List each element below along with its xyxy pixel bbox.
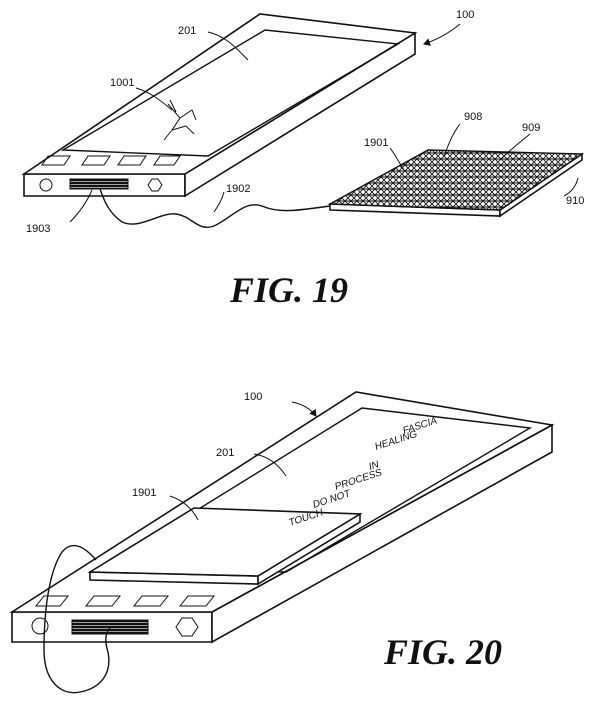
soft-button-2: [84, 595, 122, 607]
label-910: 910: [566, 195, 584, 207]
label-909: 909: [522, 122, 540, 134]
soft-button-3: [132, 595, 170, 607]
label-1901: 1901: [364, 137, 388, 149]
label-201: 201: [178, 25, 196, 37]
soft-button-1: [41, 155, 71, 166]
leader-1901: [169, 495, 199, 521]
cable-1902[interactable]: [99, 188, 331, 228]
soft-button-4: [178, 595, 216, 607]
leader-1901: [389, 147, 405, 171]
device-arrow: [291, 401, 317, 417]
soft-button-4: [153, 155, 181, 166]
screen-201: [60, 29, 401, 157]
charging-port-1903: [69, 178, 129, 190]
label-1901: 1901: [132, 487, 156, 499]
healing-pad-1901[interactable]: [327, 149, 585, 218]
caption-fig-20: FIG. 20: [383, 632, 502, 672]
pad-top: [87, 507, 363, 577]
label-100: 100: [244, 391, 262, 403]
label-1902: 1902: [226, 183, 250, 195]
leader-910: [563, 177, 579, 197]
label-201: 201: [216, 447, 234, 459]
front-round-button: [31, 617, 49, 635]
leader-909: [499, 133, 531, 161]
front-hex-screw: [175, 617, 199, 637]
front-round-button: [39, 178, 53, 192]
caption-fig-19: FIG. 19: [229, 270, 348, 310]
figure-19: 100 201 1001 1903 1902 1901 908 909 910 …: [21, 9, 585, 310]
leader-1902: [213, 191, 225, 213]
device-top-face: [21, 13, 418, 175]
device-arrow: [423, 23, 461, 46]
smartphone-device-fig20: [9, 391, 555, 644]
label-1903: 1903: [26, 223, 50, 235]
crack-1001: [163, 99, 197, 141]
pad-top-mesh: [327, 149, 585, 211]
button-row: [34, 595, 216, 607]
cable[interactable]: [43, 544, 111, 694]
leader-908: [443, 123, 461, 157]
label-908: 908: [464, 111, 482, 123]
label-100: 100: [456, 9, 474, 21]
label-1001: 1001: [110, 77, 134, 89]
healing-pad-1901[interactable]: [87, 507, 363, 586]
soft-button-2: [81, 155, 111, 166]
soft-button-1: [34, 595, 70, 607]
charging-port: [71, 619, 149, 635]
leader-201: [207, 31, 249, 61]
button-row: [41, 155, 181, 166]
figure-20: FASCIA HEALING IN PROCESS DO NOT TOUCH 1…: [9, 391, 555, 694]
smartphone-device: [21, 13, 418, 198]
leader-1903: [69, 189, 93, 223]
leader-201: [253, 453, 287, 477]
screen-text-line-3: IN: [368, 459, 382, 473]
front-hex-screw: [147, 178, 163, 192]
soft-button-3: [117, 155, 147, 166]
leader-1001: [135, 87, 173, 111]
